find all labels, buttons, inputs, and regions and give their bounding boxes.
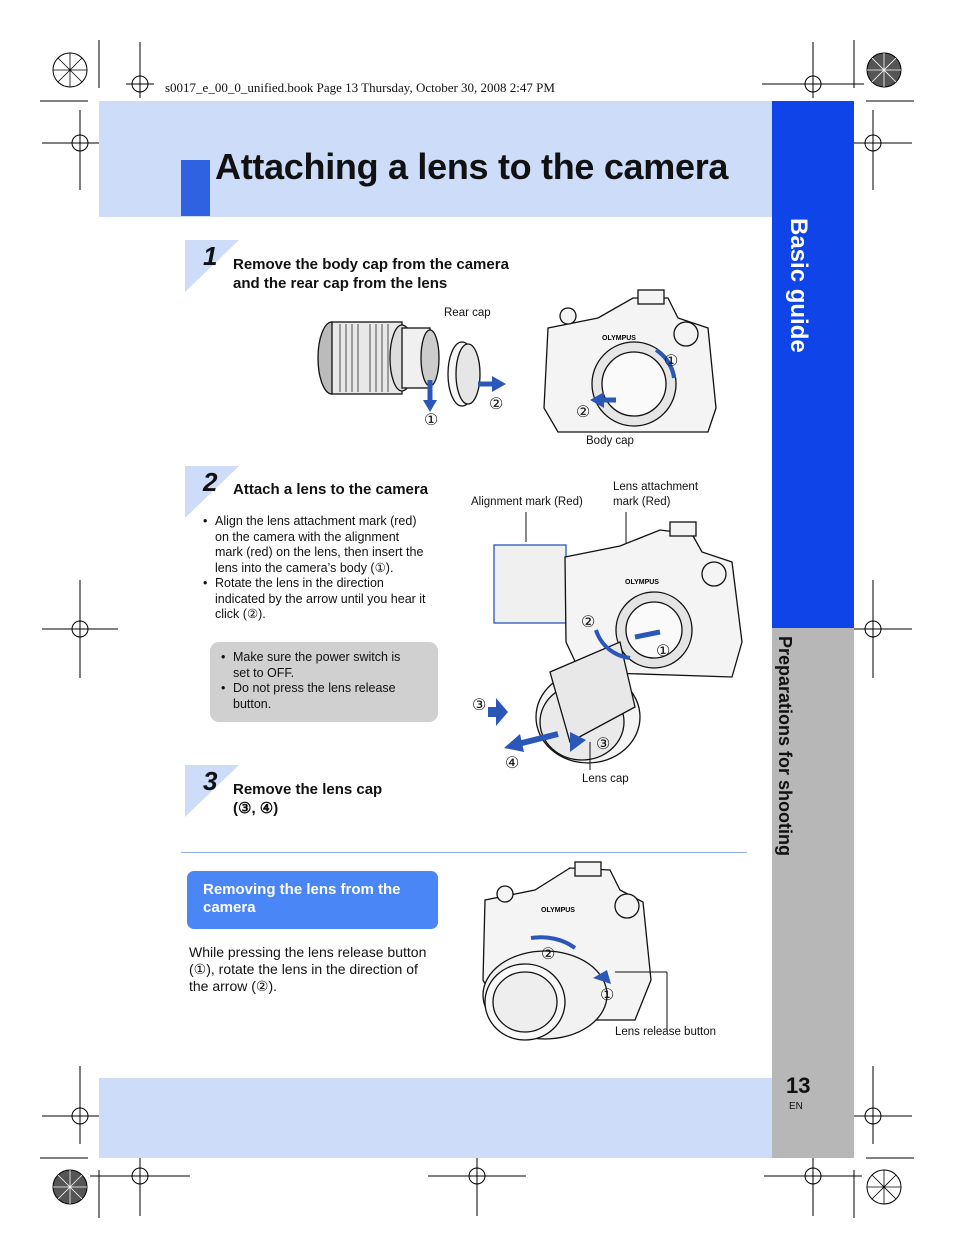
bullet-line: lens into the camera’s body (①). — [215, 560, 394, 575]
side-tab-preparations — [772, 628, 854, 1158]
bullet-rotate-lens: Rotate the lens in the direction indicat… — [200, 576, 448, 623]
callout-number-1: ① — [664, 353, 679, 370]
step-1-marker — [185, 240, 239, 292]
page-title: Attaching a lens to the camera — [215, 146, 729, 187]
bullet-line: button. — [233, 696, 272, 711]
step-2-bullets: Align the lens attachment mark (red) on … — [200, 514, 448, 623]
callout-rear-cap: Rear cap — [444, 307, 491, 319]
step-3-number: 3 — [203, 766, 218, 796]
callout-lens-release: Lens release button — [615, 1026, 717, 1038]
footer-band — [99, 1078, 772, 1158]
callout-number-2: ② — [489, 396, 504, 413]
note-power-switch: Make sure the power switch is set to OFF… — [218, 650, 433, 681]
title-accent-block — [181, 160, 210, 216]
step-3-marker — [185, 765, 239, 817]
step-2-number: 2 — [203, 467, 218, 497]
callout-lens-attach-line2: mark (Red) — [613, 496, 671, 508]
bullet-line: Align the lens attachment mark (red) — [215, 514, 417, 528]
callout-number-4: ④ — [505, 755, 520, 772]
callout-number-1: ① — [600, 987, 615, 1004]
lens-attach-illustration: OLYMPUS — [488, 512, 743, 770]
step-3-line1: Remove the lens cap — [233, 781, 383, 798]
note-lens-release: Do not press the lens release button. — [218, 681, 433, 712]
removing-body-line: (①), rotate the lens in the direction of — [189, 961, 418, 977]
removing-body-line: the arrow (②). — [189, 978, 278, 994]
bullet-line: mark (red) on the lens, then insert the — [215, 545, 424, 559]
callout-number-2: ② — [576, 404, 591, 421]
lens-removal-illustration: OLYMPUS — [482, 861, 668, 1041]
callout-number-3: ③ — [472, 697, 487, 714]
bullet-line: click (②). — [215, 607, 266, 621]
bullet-line: Do not press the lens release — [233, 681, 396, 695]
removing-heading-line2: camera — [203, 899, 256, 916]
removing-body: While pressing the lens release button (… — [189, 944, 449, 995]
callout-lens-attach-line1: Lens attachment — [613, 481, 699, 493]
callout-number-1: ① — [424, 412, 439, 429]
book-info-line: s0017_e_00_0_unified.book Page 13 Thursd… — [165, 80, 555, 95]
header-band — [99, 101, 772, 217]
callout-body-cap: Body cap — [586, 435, 634, 447]
bullet-line: Rotate the lens in the direction — [215, 576, 384, 590]
section-divider — [181, 852, 747, 853]
page-number: 13 — [786, 1073, 811, 1098]
bullet-line: set to OFF. — [233, 665, 295, 680]
bullet-line: Make sure the power switch is — [233, 650, 401, 664]
side-tab-preparations-label: Preparations for shooting — [775, 636, 795, 857]
page-language: EN — [789, 1101, 803, 1112]
side-tab-basic-guide — [772, 101, 854, 628]
removing-heading: Removing the lens from the camera — [203, 881, 433, 917]
step-3-line2: (③, ④) — [233, 800, 279, 817]
step-1-line1: Remove the body cap from the camera — [233, 256, 509, 273]
svg-text:OLYMPUS: OLYMPUS — [625, 579, 659, 586]
side-tab-basic-guide-label: Basic guide — [785, 218, 812, 353]
bullet-line: indicated by the arrow until you hear it — [215, 591, 426, 606]
step-1-line2: and the rear cap from the lens — [233, 275, 448, 292]
camera-body-cap-illustration: OLYMPUS — [543, 289, 717, 433]
bullet-align-mark: Align the lens attachment mark (red) on … — [200, 514, 448, 576]
callout-number-2: ② — [541, 946, 556, 963]
bullet-line: on the camera with the alignment — [215, 529, 400, 544]
svg-text:OLYMPUS: OLYMPUS — [602, 335, 636, 342]
step-2-line1: Attach a lens to the camera — [233, 481, 429, 498]
callout-number-3: ③ — [596, 736, 611, 753]
callout-number-2: ② — [581, 614, 596, 631]
step-2-marker — [185, 466, 239, 518]
callout-number-1: ① — [656, 643, 671, 660]
removing-heading-line1: Removing the lens from the — [203, 881, 401, 898]
removing-heading-box — [187, 871, 438, 929]
step-1-number: 1 — [203, 241, 218, 271]
note-bullets: Make sure the power switch is set to OFF… — [218, 650, 433, 712]
svg-text:OLYMPUS: OLYMPUS — [541, 907, 575, 914]
lens-rear-cap-illustration — [317, 321, 506, 412]
callout-lens-cap: Lens cap — [582, 773, 629, 785]
removing-body-line: While pressing the lens release button — [189, 944, 427, 960]
callout-alignment-mark: Alignment mark (Red) — [471, 496, 583, 508]
